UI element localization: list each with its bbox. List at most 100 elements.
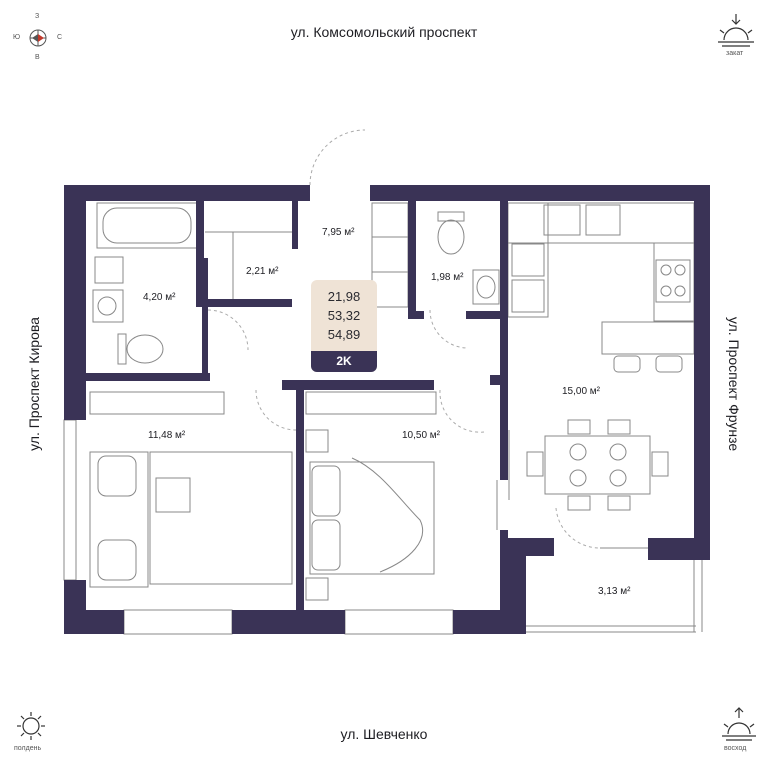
plate: [609, 443, 627, 461]
wall: [500, 201, 508, 383]
sink-left: [94, 256, 124, 284]
window: [123, 609, 233, 635]
sunset-label: закат: [726, 50, 744, 57]
bathtub: [96, 202, 198, 249]
side-table: [155, 477, 191, 513]
kitchen-sink: [543, 204, 581, 236]
sunset-icon: [718, 14, 754, 47]
bar-stool: [613, 355, 641, 373]
wall: [202, 258, 208, 374]
cooktop: [655, 259, 691, 303]
kitchen-counter-left: [507, 202, 549, 318]
wall: [196, 201, 204, 307]
wall: [296, 380, 304, 610]
area-with-balcony-value: 54,89: [327, 327, 361, 342]
bed-pillow: [311, 519, 341, 571]
plate: [569, 469, 587, 487]
door-arc-balcony: [555, 507, 601, 549]
street-bottom: ул. Шевченко: [340, 726, 428, 742]
street-top: ул. Комсомольский проспект: [290, 24, 478, 40]
bedroom-right-wardrobe: [305, 391, 437, 415]
burner: [660, 264, 672, 276]
area-storage: 2,21 м²: [246, 266, 279, 277]
kitchen-counter-top: [507, 202, 695, 244]
compass-south: В: [35, 54, 40, 61]
kitchen-counter-right: [653, 242, 695, 322]
wall: [416, 311, 424, 319]
bar-counter: [601, 321, 695, 355]
burner: [660, 285, 672, 297]
wall: [408, 201, 416, 319]
window: [63, 419, 77, 581]
wall: [500, 530, 508, 610]
window: [344, 609, 454, 635]
door-arc-wc: [429, 309, 469, 349]
total-area-value: 53,32: [327, 308, 361, 323]
bed-pillow: [311, 465, 341, 517]
wall: [490, 375, 508, 385]
nightstand: [305, 577, 329, 601]
walls: [64, 185, 710, 634]
pillow: [97, 455, 137, 497]
wall: [500, 383, 508, 480]
wall: [64, 185, 86, 420]
wall: [648, 538, 710, 560]
wall: [232, 610, 345, 634]
sunrise-icon: [722, 707, 756, 741]
apartment-type: 2K: [311, 351, 377, 372]
noon-sun-icon: [17, 712, 45, 740]
wall: [86, 373, 210, 381]
toilet-left: [126, 334, 164, 364]
area-wc: 1,98 м²: [431, 272, 464, 283]
toilet-left-tank: [117, 333, 127, 365]
area-hall: 7,95 м²: [322, 227, 355, 238]
wall: [508, 538, 554, 556]
wall: [466, 311, 500, 319]
sink-wc: [472, 269, 500, 305]
noon-label: полдень: [14, 745, 42, 752]
compass-icon: [29, 29, 47, 47]
dining-chair: [651, 451, 669, 477]
blanket: [351, 457, 424, 573]
pillow: [97, 539, 137, 581]
street-left: ул. Проспект Кирова: [26, 317, 42, 451]
wall: [64, 610, 124, 634]
nightstand: [305, 429, 329, 453]
washer-drum: [97, 296, 117, 316]
wall: [282, 380, 434, 390]
living-area-value: 21,98: [327, 289, 361, 304]
door-arc-entrance: [309, 129, 366, 186]
door-arc-bathroom: [207, 309, 249, 351]
area-bathroom: 4,20 м²: [143, 292, 176, 303]
wall: [508, 538, 526, 634]
door-arc-bedroom-left: [255, 389, 297, 431]
toilet-wc-tank: [437, 211, 465, 222]
sink-wc-basin: [476, 275, 496, 299]
compass-east: С: [57, 34, 63, 41]
dining-chair: [567, 419, 591, 435]
dining-chair: [607, 419, 631, 435]
fridge: [511, 243, 545, 277]
compass-north: З: [35, 13, 40, 20]
washing-machine: [92, 289, 124, 323]
sunrise-label: восход: [724, 745, 747, 752]
compass-west: Ю: [13, 34, 21, 41]
dining-chair: [567, 495, 591, 511]
plate: [609, 469, 627, 487]
area-balcony: 3,13 м²: [598, 586, 631, 597]
wall: [292, 201, 298, 249]
dining-chair: [607, 495, 631, 511]
bathtub-basin: [102, 207, 192, 244]
wall: [64, 185, 310, 201]
furniture-layer: [63, 202, 703, 635]
door-arc-bedroom: [439, 389, 485, 433]
hall-wardrobe: [371, 202, 409, 308]
plate: [569, 443, 587, 461]
area-bedroom-right: 10,50 м²: [402, 430, 441, 441]
area-summary-badge: 21,98 53,32 54,89 2K: [311, 280, 377, 372]
rug: [149, 451, 293, 585]
kitchen-drainer: [585, 204, 621, 236]
bar-stool: [655, 355, 683, 373]
